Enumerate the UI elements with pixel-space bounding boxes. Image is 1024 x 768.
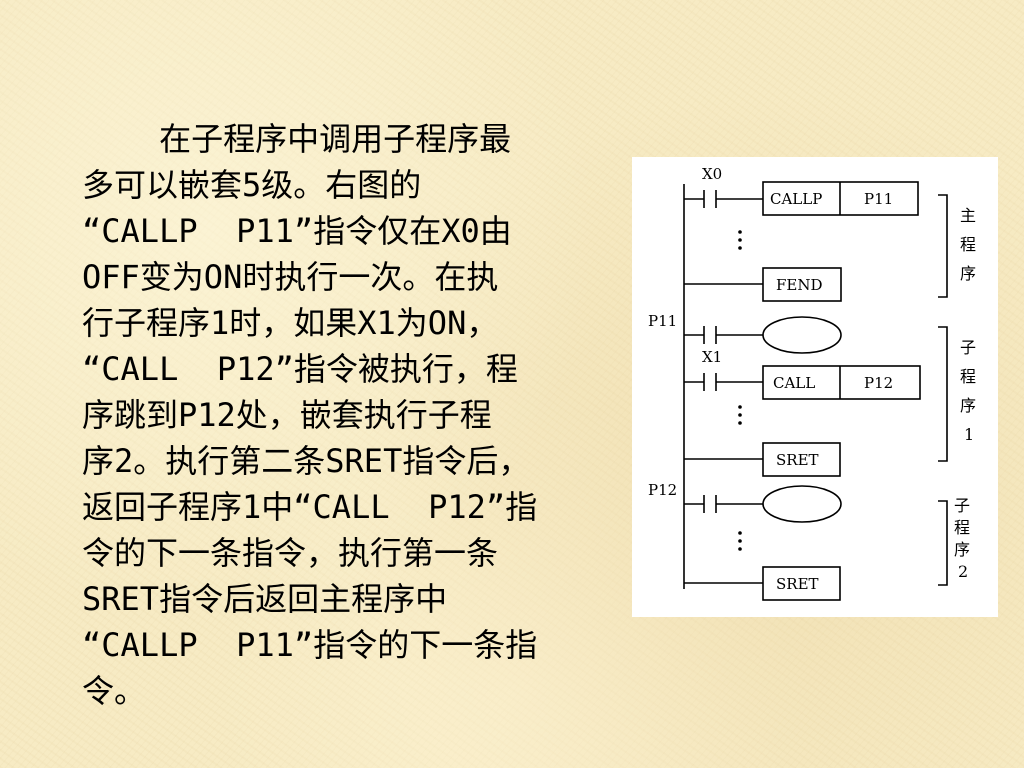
svg-text:程: 程: [960, 235, 976, 254]
pointer-label-p12: P12: [648, 481, 677, 499]
text-line: 序跳到P12处，嵌套执行子程: [82, 396, 492, 434]
contact-label-x0: X0: [702, 165, 722, 183]
ladder-diagram-panel: X0 CALLP P11 FEND P11: [632, 157, 998, 617]
sret-label-2: SRET: [776, 575, 819, 593]
svg-text:子: 子: [960, 338, 976, 357]
text-line: “CALLP P11”指令的下一条指: [82, 626, 538, 664]
call-arg-label: P12: [864, 374, 893, 392]
svg-text:程: 程: [954, 518, 970, 537]
svg-text:2: 2: [958, 562, 968, 581]
callp-arg-label: P11: [864, 190, 893, 208]
text-line: SRET指令后返回主程序中: [82, 580, 448, 618]
rung-sret-1: SRET: [684, 442, 841, 477]
rung-p11: P11: [648, 312, 842, 354]
svg-text:1: 1: [964, 425, 974, 444]
call-box: [762, 365, 921, 400]
svg-text:主: 主: [960, 206, 976, 225]
svg-text:序: 序: [954, 540, 970, 559]
rung-callp: X0 CALLP P11: [684, 165, 919, 216]
text-line: 多可以嵌套5级。右图的: [82, 166, 422, 204]
svg-text:程: 程: [960, 367, 976, 386]
callp-label: CALLP: [770, 190, 822, 208]
rung-sret-2: SRET: [684, 566, 841, 601]
fend-box: [762, 267, 842, 302]
text-line: 在子程序中调用子程序最: [82, 120, 512, 158]
text-line: 返回子程序1中“CALL P12”指: [82, 488, 538, 526]
coil-p11: [762, 316, 842, 354]
text-line: 令。: [82, 672, 147, 710]
ladder-diagram: X0 CALLP P11 FEND P11: [648, 165, 976, 601]
sret-label-1: SRET: [776, 451, 819, 469]
rung-call: X1 CALL P12: [684, 348, 921, 400]
call-label: CALL: [773, 374, 815, 392]
ellipsis-dots: [738, 531, 742, 551]
sret-box-2: [762, 566, 841, 601]
text-line: OFF变为ON时执行一次。在执: [82, 258, 499, 296]
fend-label: FEND: [776, 276, 823, 294]
pointer-label-p11: P11: [648, 312, 677, 330]
rung-p12: P12: [648, 481, 842, 523]
text-line: “CALLP P11”指令仅在X0由: [82, 212, 512, 250]
svg-text:子: 子: [954, 496, 970, 515]
text-line: 行子程序1时，如果X1为ON，: [82, 304, 499, 342]
sret-box-1: [762, 442, 841, 477]
svg-text:序: 序: [960, 264, 976, 283]
text-line: 令的下一条指令，执行第一条: [82, 534, 499, 572]
bracket-subroutine-2: 子 程 序 2: [938, 496, 970, 586]
description-text: 在子程序中调用子程序最 多可以嵌套5级。右图的 “CALLP P11”指令仅在X…: [82, 116, 627, 714]
bracket-main-program: 主 程 序: [938, 194, 976, 298]
svg-text:序: 序: [960, 396, 976, 415]
ellipsis-dots: [738, 405, 742, 425]
text-line: 序2。执行第二条SRET指令后，: [82, 442, 531, 480]
contact-label-x1: X1: [702, 348, 722, 366]
bracket-subroutine-1: 子 程 序 1: [938, 326, 976, 462]
rung-fend: FEND: [684, 267, 842, 302]
ellipsis-dots: [738, 230, 742, 250]
coil-p12: [762, 485, 842, 523]
text-line: “CALL P12”指令被执行，程: [82, 350, 518, 388]
